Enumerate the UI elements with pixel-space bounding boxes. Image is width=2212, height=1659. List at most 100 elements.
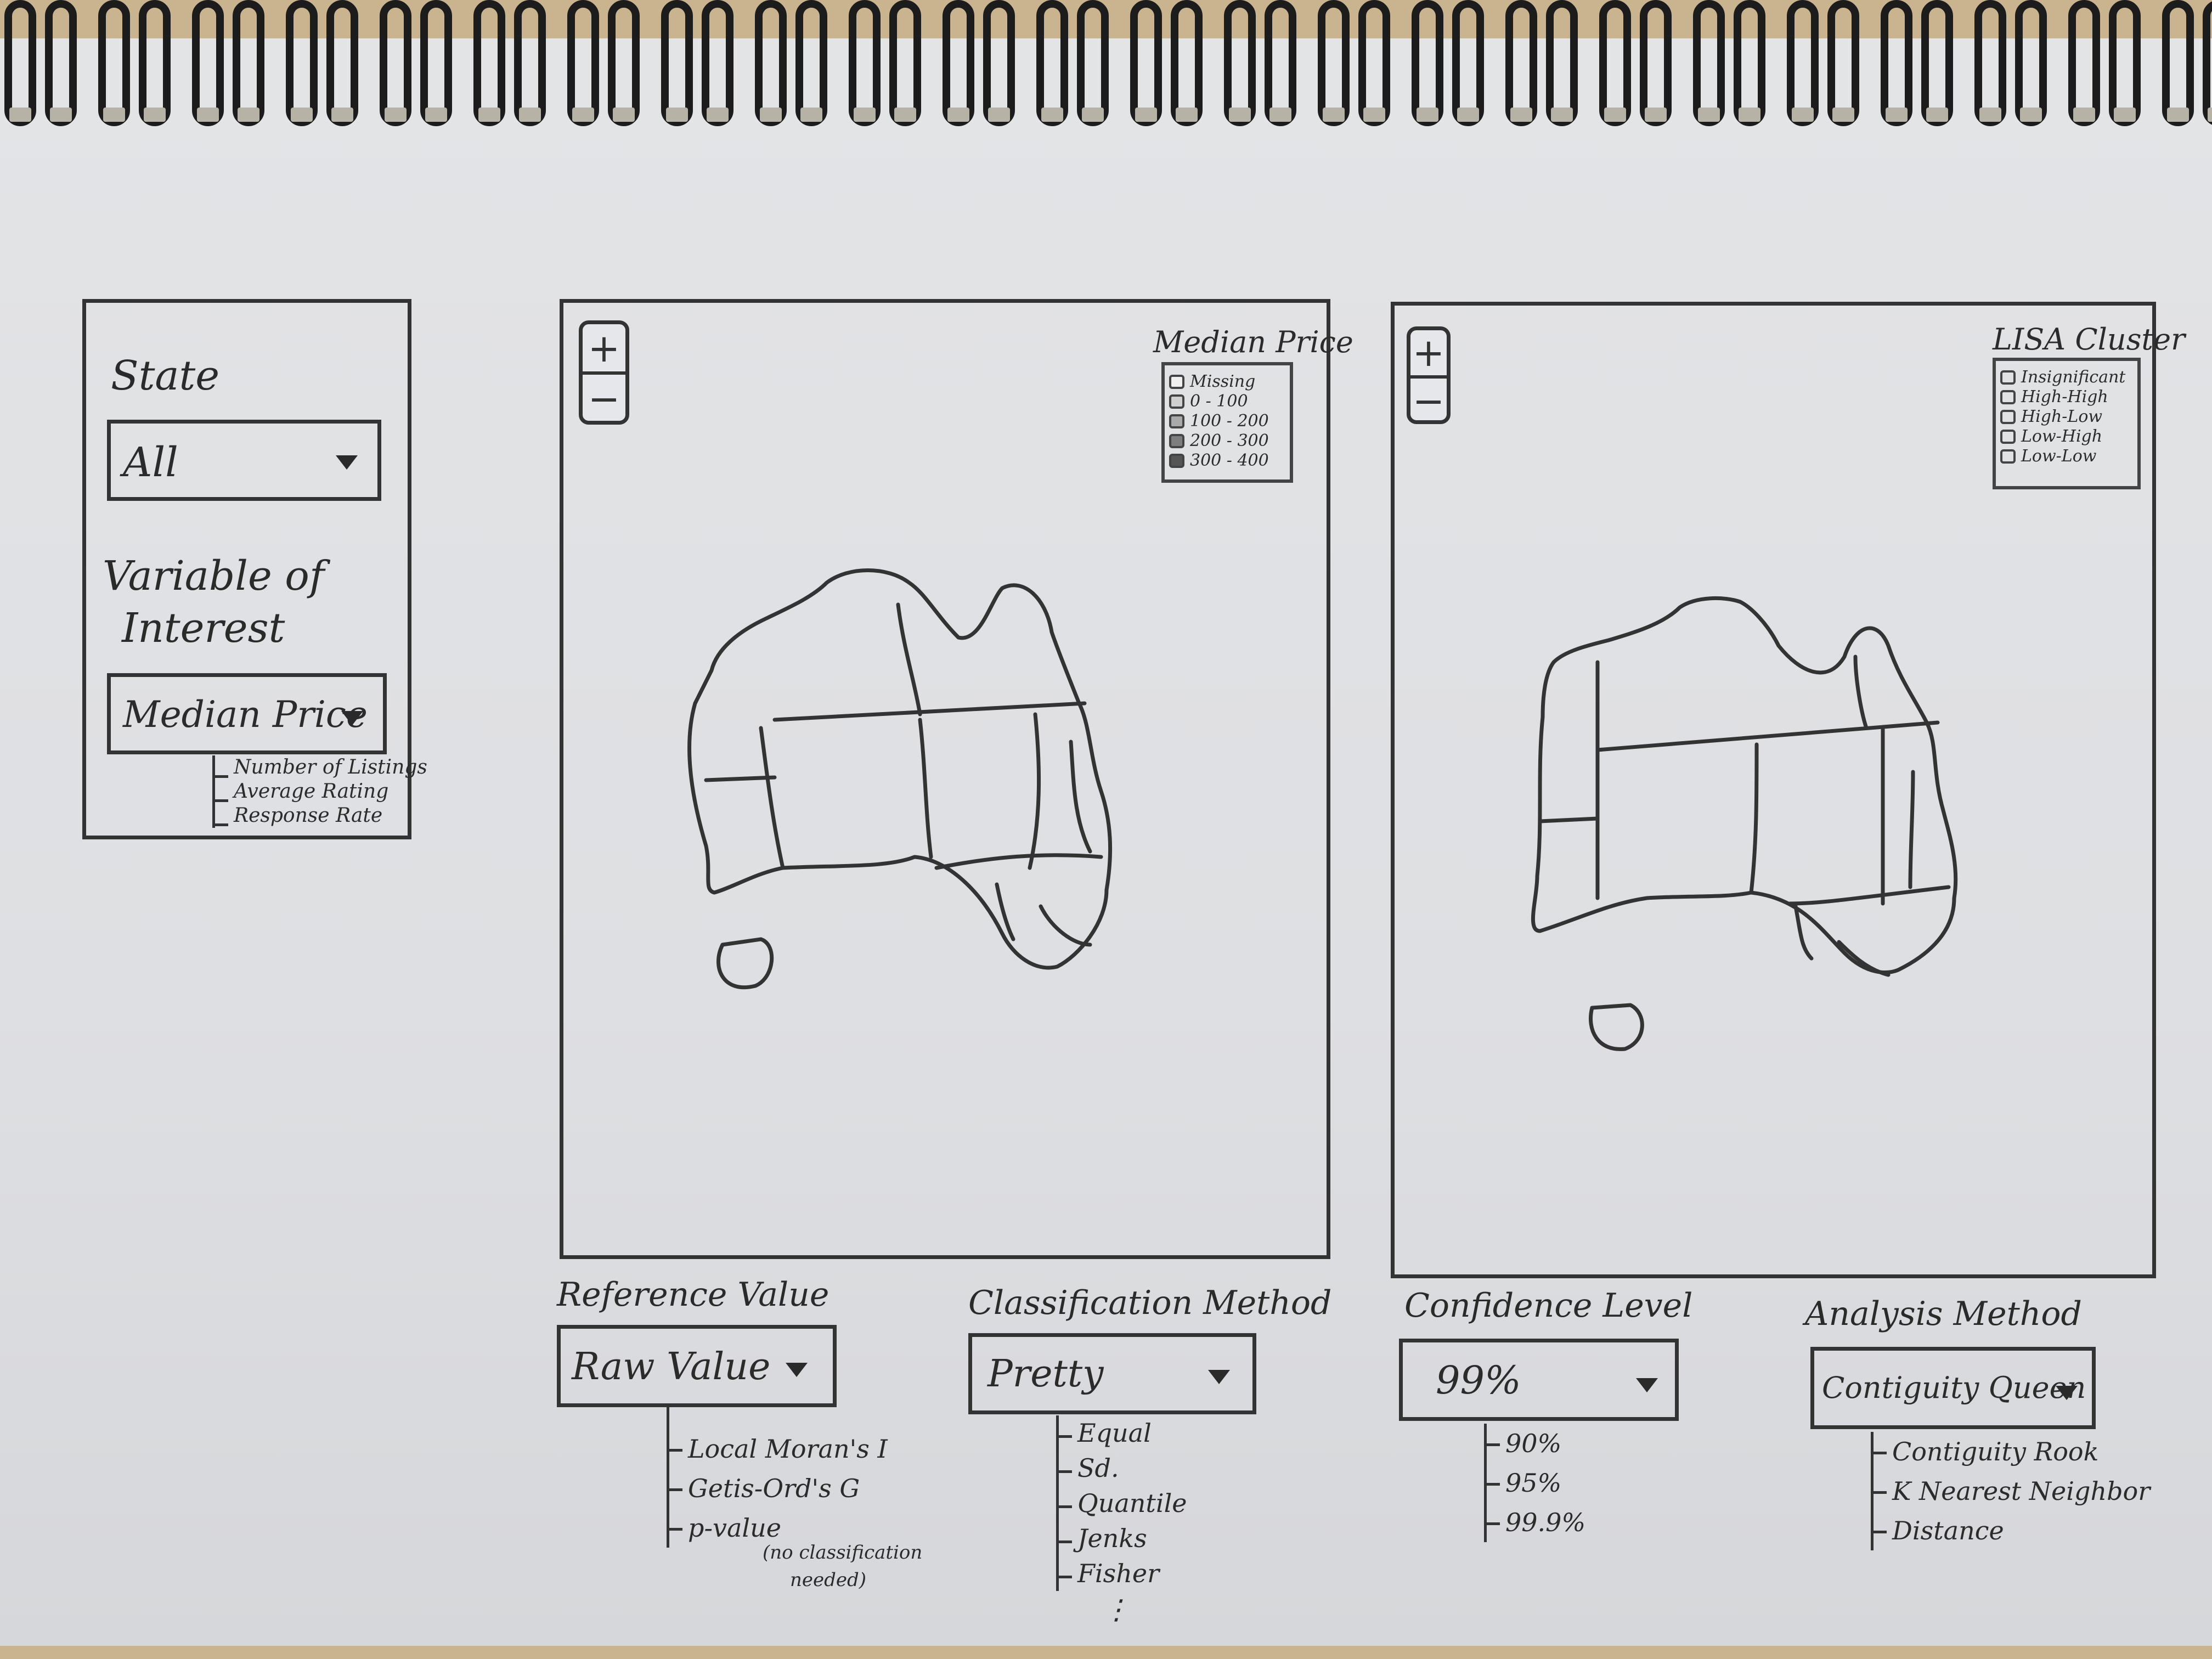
analysis-method-option[interactable]: Contiguity Rook bbox=[1874, 1432, 2150, 1471]
legend-swatch bbox=[2000, 370, 2016, 385]
analysis-method-option[interactable]: K Nearest Neighbor bbox=[1874, 1471, 2150, 1511]
binding-hole bbox=[1979, 108, 2001, 122]
confidence-level-option[interactable]: 90% bbox=[1487, 1424, 1585, 1463]
reference-value-note-line1: (no classification bbox=[763, 1542, 923, 1564]
variable-option[interactable]: Average Rating bbox=[215, 780, 427, 804]
lisa-cluster-map-panel[interactable]: + − LISA Cluster Insignificant High-High… bbox=[1391, 302, 2185, 1278]
binding-ring bbox=[2068, 0, 2100, 126]
map-legend: Insignificant High-High High-Low Low-Hig… bbox=[1993, 358, 2141, 489]
more-options-icon: ⋮ bbox=[1103, 1594, 1130, 1626]
variable-dropdown-value: Median Price bbox=[123, 693, 368, 736]
binding-hole bbox=[519, 108, 541, 122]
binding-hole bbox=[1551, 108, 1573, 122]
binding-hole bbox=[1457, 108, 1479, 122]
reference-value-note-line2: needed) bbox=[790, 1569, 867, 1591]
confidence-level-dropdown[interactable]: 99% bbox=[1399, 1339, 1679, 1421]
zoom-out-button[interactable]: − bbox=[1412, 379, 1445, 424]
zoom-in-button[interactable]: + bbox=[588, 326, 620, 371]
legend-item: High-Low bbox=[1996, 407, 2137, 427]
analysis-method-dropdown[interactable]: Contiguity Queen bbox=[1810, 1347, 2096, 1429]
legend-title: Median Price bbox=[1153, 325, 1353, 359]
zoom-control: + − bbox=[579, 320, 629, 425]
binding-hole bbox=[1082, 108, 1104, 122]
chevron-down-icon bbox=[1636, 1378, 1658, 1392]
binding-hole bbox=[238, 108, 259, 122]
binding-ring bbox=[326, 0, 358, 126]
binding-hole bbox=[1229, 108, 1251, 122]
binding-hole bbox=[666, 108, 688, 122]
classification-method-option[interactable]: Jenks bbox=[1059, 1521, 1187, 1556]
binding-hole bbox=[760, 108, 782, 122]
analysis-method-label: Analysis Method bbox=[1805, 1295, 2082, 1333]
legend-item: Low-Low bbox=[1996, 447, 2137, 466]
binding-ring bbox=[2109, 0, 2141, 126]
variable-option[interactable]: Number of Listings bbox=[215, 755, 427, 780]
binding-hole bbox=[1176, 108, 1198, 122]
binding-hole bbox=[9, 108, 31, 122]
analysis-method-value: Contiguity Queen bbox=[1822, 1370, 2086, 1405]
binding-hole bbox=[478, 108, 500, 122]
australia-map-outline bbox=[687, 568, 1113, 990]
legend-swatch bbox=[2000, 410, 2016, 424]
state-dropdown[interactable]: All bbox=[107, 420, 381, 501]
reference-value-dropdown[interactable]: Raw Value bbox=[557, 1325, 837, 1407]
binding-hole bbox=[1135, 108, 1157, 122]
classification-method-option[interactable]: Quantile bbox=[1059, 1486, 1187, 1521]
australia-map-outline bbox=[1531, 596, 1958, 1051]
zoom-divider bbox=[1410, 375, 1447, 379]
classification-method-value: Pretty bbox=[988, 1352, 1104, 1396]
legend-item: 100 - 200 bbox=[1165, 411, 1290, 431]
legend-swatch bbox=[2000, 430, 2016, 444]
confidence-level-option[interactable]: 95% bbox=[1487, 1463, 1585, 1503]
classification-method-option[interactable]: Equal bbox=[1059, 1415, 1187, 1451]
binding-ring bbox=[1077, 0, 1109, 126]
legend-swatch bbox=[1169, 414, 1184, 428]
binding-hole bbox=[291, 108, 313, 122]
binding-hole bbox=[988, 108, 1010, 122]
reference-value-option[interactable]: p-value bbox=[669, 1508, 888, 1548]
zoom-out-button[interactable]: − bbox=[588, 376, 620, 421]
state-dropdown-value: All bbox=[123, 439, 178, 486]
binding-hole bbox=[144, 108, 166, 122]
binding-ring bbox=[1171, 0, 1203, 126]
binding-ring bbox=[755, 0, 787, 126]
binding-hole bbox=[385, 108, 407, 122]
binding-ring bbox=[567, 0, 599, 126]
binding-ring bbox=[1640, 0, 1672, 126]
binding-hole bbox=[1832, 108, 1854, 122]
zoom-control: + − bbox=[1407, 326, 1451, 424]
variable-option[interactable]: Response Rate bbox=[215, 804, 427, 828]
reference-value-option[interactable]: Local Moran's I bbox=[669, 1429, 888, 1469]
classification-method-dropdown[interactable]: Pretty bbox=[968, 1333, 1256, 1414]
choropleth-map-panel[interactable]: + − Median Price Missing 0 - 100 100 - 2… bbox=[560, 299, 1353, 1259]
binding-hole bbox=[800, 108, 822, 122]
binding-hole bbox=[197, 108, 219, 122]
binding-hole bbox=[1604, 108, 1626, 122]
zoom-in-button[interactable]: + bbox=[1412, 330, 1445, 375]
binding-hole bbox=[1645, 108, 1667, 122]
binding-hole bbox=[613, 108, 635, 122]
classification-method-option[interactable]: Fisher bbox=[1059, 1556, 1187, 1591]
confidence-level-label: Confidence Level bbox=[1404, 1286, 1693, 1325]
analysis-method-option[interactable]: Distance bbox=[1874, 1511, 2150, 1550]
binding-hole bbox=[2208, 108, 2212, 122]
classification-method-option[interactable]: Sd. bbox=[1059, 1451, 1187, 1486]
binding-ring bbox=[2162, 0, 2194, 126]
binding-ring bbox=[1265, 0, 1296, 126]
classification-method-label: Classification Method bbox=[968, 1284, 1332, 1322]
confidence-level-option[interactable]: 99.9% bbox=[1487, 1503, 1585, 1542]
variable-dropdown[interactable]: Median Price bbox=[107, 673, 387, 754]
binding-hole bbox=[1269, 108, 1291, 122]
chevron-down-icon bbox=[2056, 1386, 2078, 1400]
confidence-level-value: 99% bbox=[1436, 1358, 1521, 1403]
reference-value-value: Raw Value bbox=[572, 1345, 771, 1389]
legend-item: 300 - 400 bbox=[1165, 451, 1290, 471]
legend-item: 200 - 300 bbox=[1165, 431, 1290, 451]
legend-item: Low-High bbox=[1996, 427, 2137, 447]
reference-value-option[interactable]: Getis-Ord's G bbox=[669, 1469, 888, 1508]
binding-ring bbox=[1599, 0, 1631, 126]
binding-hole bbox=[50, 108, 72, 122]
legend-swatch bbox=[1169, 375, 1184, 389]
legend-swatch bbox=[1169, 454, 1184, 468]
binding-ring bbox=[4, 0, 36, 126]
